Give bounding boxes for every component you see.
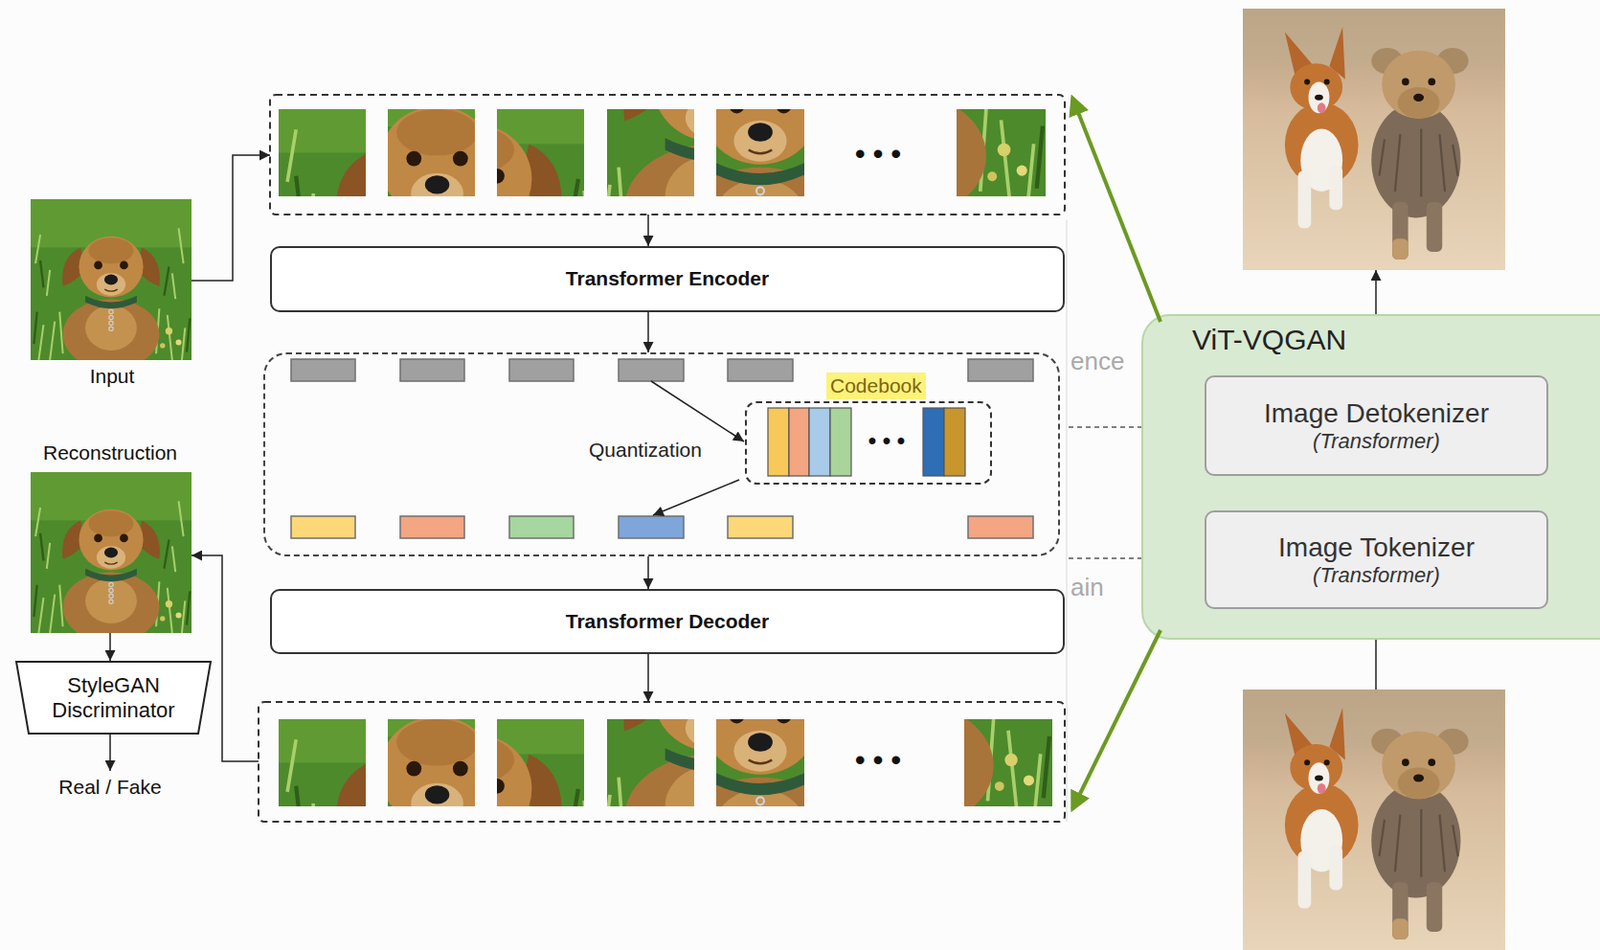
input-patches <box>748 0 1046 222</box>
image-label: Reconstruction <box>43 441 178 464</box>
input-image <box>30 199 192 370</box>
node-title: Transformer Encoder <box>565 267 769 291</box>
node-title: Image Detokenizer <box>1263 398 1489 429</box>
vit-vqgan-panel: Image Detokenizer(Transformer)Image Toke… <box>1141 314 1600 640</box>
green-arrow <box>1072 630 1161 810</box>
node-title: Codebook <box>826 372 926 400</box>
node-title: StyleGAN Discriminator <box>31 673 197 722</box>
output-photo <box>1242 8 1506 271</box>
flow-connector <box>647 312 650 353</box>
flow-arrow <box>109 734 112 771</box>
reconstructed-patches <box>328 666 619 950</box>
quantized-tokens <box>291 516 356 539</box>
node-title: Quantization <box>588 438 702 462</box>
node-title: ViT-VQGAN <box>1192 323 1347 358</box>
cropped-text: ence <box>1070 347 1125 376</box>
input-image <box>30 199 192 370</box>
reconstructed-patches <box>278 676 569 950</box>
reconstructed-patches <box>278 676 569 950</box>
cropped-edge-line <box>1065 220 1067 822</box>
reconstructed-patches <box>758 518 1053 831</box>
input-photo <box>1242 689 1506 950</box>
encoded-tokens <box>400 359 465 382</box>
trapezoid-outline <box>16 661 211 734</box>
flow-arrow <box>191 555 259 762</box>
codebook-entries <box>767 407 789 476</box>
ellipsis: • • • <box>855 743 902 776</box>
quantized-tokens <box>291 516 1034 539</box>
encoded-tokens <box>968 359 1034 382</box>
input-patches <box>566 0 857 272</box>
codebook-entries <box>788 407 810 476</box>
discriminator-trapezoid: StyleGAN Discriminator <box>15 660 212 735</box>
ellipsis: • • • <box>855 137 902 170</box>
codebook-entries <box>944 407 966 476</box>
quantized-tokens <box>727 516 793 539</box>
input-image <box>30 199 192 370</box>
input-patches <box>748 0 1046 222</box>
green-arrow <box>1072 97 1161 322</box>
node-subtitle: (Transformer) <box>1312 563 1441 587</box>
cropped-text: ain <box>1070 573 1105 602</box>
flow-arrow <box>647 214 650 247</box>
input-patches <box>328 56 619 365</box>
reconstructed-patches <box>758 518 1053 831</box>
quantized-tokens <box>509 516 574 539</box>
flow-arrow <box>109 632 112 661</box>
encoder-box: Transformer Encoder <box>270 246 1065 313</box>
node-title: Transformer Decoder <box>565 609 769 633</box>
reconstructed-patches <box>258 518 1065 950</box>
reconstruction-image <box>30 472 192 643</box>
reconstruction-image <box>30 472 192 643</box>
quantized-tokens <box>618 516 684 539</box>
quantized-tokens <box>968 516 1034 539</box>
detokenizer-box: Image Detokenizer(Transformer) <box>1204 375 1549 476</box>
flow-arrow <box>653 479 740 516</box>
codebook-entries <box>923 407 945 476</box>
image-label: Input <box>90 364 136 387</box>
codebook-entries <box>830 407 852 476</box>
reconstruction-image <box>30 472 192 643</box>
cropped-edge-line <box>1066 220 1068 822</box>
node-subtitle: (Transformer) <box>1312 428 1441 453</box>
flow-arrow <box>651 381 744 442</box>
encoded-tokens <box>509 359 574 382</box>
encoded-tokens <box>727 359 793 382</box>
reconstructed-patches <box>328 666 619 950</box>
input-photo <box>1242 689 1506 950</box>
input-photo <box>1242 689 1506 950</box>
tokenizer-box: Image Tokenizer(Transformer) <box>1204 510 1549 609</box>
flow-arrow <box>647 653 650 702</box>
encoded-tokens <box>291 359 356 382</box>
input-patches <box>270 0 1065 374</box>
quantized-tokens <box>400 516 465 539</box>
output-label: Real / Fake <box>58 775 161 798</box>
input-patches <box>566 0 857 272</box>
codebook-entries <box>809 407 831 476</box>
quantization-region: CodebookQuantization <box>263 352 1060 557</box>
codebook-entries <box>767 407 966 476</box>
encoded-tokens <box>618 359 684 382</box>
decoder-box: Transformer Decoder <box>270 588 1065 654</box>
flow-arrow <box>191 155 271 281</box>
output-photo <box>1242 8 1506 271</box>
input-patches <box>328 56 619 365</box>
flow-connector <box>647 556 650 589</box>
ellipsis: • • • <box>868 428 906 453</box>
output-photo <box>1242 8 1506 271</box>
node-title: Image Tokenizer <box>1278 532 1475 564</box>
